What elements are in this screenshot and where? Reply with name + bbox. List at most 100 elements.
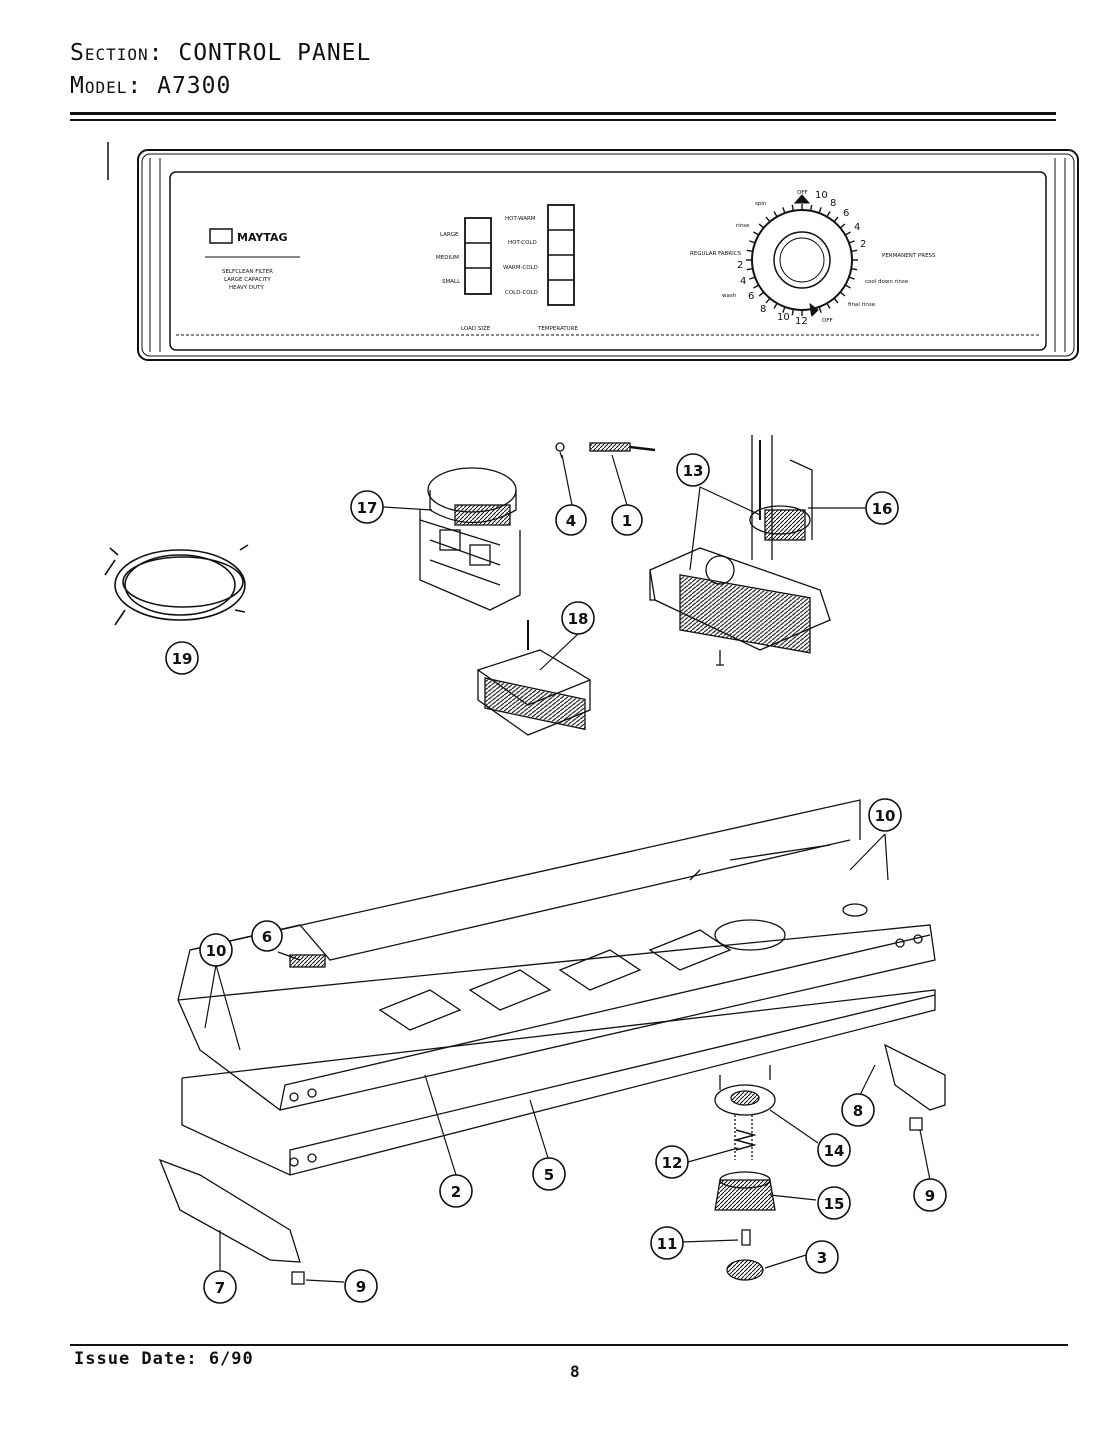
dial-number-top-10: 10 (815, 190, 828, 201)
callout-10-left[interactable] (199, 933, 233, 967)
model-value: A7300 (157, 73, 232, 99)
callout-12-label: 12 (662, 1154, 683, 1172)
leader-lines (204, 454, 931, 1283)
section-value: CONTROL PANEL (178, 40, 372, 66)
part-wire-harness-illustration (104, 544, 249, 626)
model-key: Model: (70, 73, 143, 99)
dial-tick (818, 306, 822, 313)
dial-tick (746, 249, 753, 253)
callout-9-right[interactable] (913, 1178, 947, 1212)
temp-hot-cold[interactable]: HOT-COLD (508, 240, 537, 246)
dial-tick (826, 211, 831, 218)
callout-10-right[interactable] (868, 798, 902, 832)
callout-9-right-label: 9 (925, 1187, 935, 1205)
callout-3[interactable] (805, 1240, 839, 1274)
dial-tick (749, 276, 756, 280)
load-size-large[interactable]: LARGE (440, 232, 459, 238)
dial-tick (848, 240, 855, 244)
callout-18[interactable] (561, 601, 595, 635)
dial-tick (746, 267, 753, 271)
callout-19[interactable] (165, 641, 199, 675)
dial-number-top-4: 4 (854, 222, 860, 233)
load-size-label: LOAD SIZE (461, 326, 491, 332)
feature-2: LARGE CAPACITY (224, 277, 271, 283)
callout-12[interactable] (655, 1145, 689, 1179)
callout-15-label: 15 (824, 1195, 845, 1213)
dial-tick (791, 309, 795, 316)
dial-tick (782, 306, 786, 313)
callout-4[interactable] (555, 504, 587, 536)
callout-5-label: 5 (544, 1166, 554, 1184)
dial-tick (839, 223, 846, 229)
callout-8[interactable] (841, 1093, 875, 1127)
callout-14[interactable] (817, 1133, 851, 1167)
header-rule-bottom (70, 119, 1056, 121)
maytag-logo-icon (209, 228, 233, 244)
callout-5[interactable] (532, 1157, 566, 1191)
dial-tick (848, 276, 855, 280)
dial-cool-down: cool down rinse (865, 279, 909, 285)
callout-9-left-label: 9 (356, 1278, 366, 1296)
wash-selector-mechanism-illustration (714, 1065, 776, 1281)
temp-warm-cold[interactable]: WARM-COLD (503, 265, 538, 271)
dial-right-label: PERMANENT PRESS (882, 253, 936, 259)
dial-number-left-4: 4 (740, 276, 746, 287)
temp-hot-warm[interactable]: HOT-WARM (505, 216, 536, 222)
issue-date: Issue Date: 6/90 (74, 1349, 254, 1369)
model-heading: Model: A7300 (70, 73, 231, 99)
part-ring-illustration (555, 442, 565, 452)
dial-off-top: OFF (797, 190, 808, 196)
footer-rule (70, 1344, 1068, 1346)
dial-rinse: rinse (736, 223, 750, 229)
dial-tick (844, 231, 851, 236)
callout-13[interactable] (676, 453, 710, 487)
dial-tick (753, 284, 760, 289)
load-size-medium[interactable]: MEDIUM (436, 255, 459, 261)
dial-spin: spin (755, 201, 767, 207)
dial-tick (851, 267, 858, 271)
dial-number-top-8: 8 (830, 198, 836, 209)
callout-11[interactable] (650, 1226, 684, 1260)
part-timer-illustration (649, 435, 831, 666)
dial-tick (851, 249, 858, 253)
callout-18-label: 18 (568, 610, 589, 628)
feature-3: HEAVY DUTY (229, 285, 265, 291)
dial-tick (826, 302, 831, 309)
callout-13-label: 13 (683, 462, 704, 480)
callout-1[interactable] (611, 504, 643, 536)
dial-tick (809, 204, 813, 211)
callout-16-label: 16 (872, 500, 893, 518)
callout-3-label: 3 (817, 1249, 827, 1267)
dial-tick (758, 291, 765, 297)
callout-6[interactable] (251, 920, 283, 952)
callout-7-label: 7 (215, 1279, 225, 1297)
callout-7[interactable] (203, 1270, 237, 1304)
callout-2[interactable] (439, 1174, 473, 1208)
load-size-small[interactable]: SMALL (442, 279, 461, 285)
callout-1-label: 1 (622, 512, 632, 530)
dial-left-label: REGULAR FABRICS (690, 251, 742, 257)
section-heading: Section: CONTROL PANEL (70, 40, 371, 66)
console-frame-illustration (158, 799, 946, 1263)
callout-2-label: 2 (451, 1183, 461, 1201)
callout-19-label: 19 (172, 650, 193, 668)
dial-tick (765, 216, 771, 223)
dial-number-left-12: 12 (795, 316, 808, 327)
dial-wash-left: wash (722, 293, 737, 299)
dial-number-left-6: 6 (748, 291, 754, 302)
callout-17[interactable] (350, 490, 384, 524)
dial-final-rinse: final rinse (848, 302, 876, 308)
temp-cold-cold[interactable]: COLD-COLD (505, 290, 538, 296)
dial-bottom-marker-icon (809, 302, 819, 318)
timer-dial[interactable] (746, 194, 858, 318)
callout-10-right-label: 10 (875, 807, 896, 825)
dial-number-top-2: 2 (860, 239, 866, 250)
dial-tick (765, 297, 771, 304)
callout-10-left-label: 10 (206, 942, 227, 960)
callout-9-left[interactable] (344, 1269, 378, 1303)
callout-15[interactable] (817, 1186, 851, 1220)
callout-16[interactable] (865, 491, 899, 525)
dial-tick (833, 297, 839, 304)
dial-number-left-10: 10 (777, 312, 790, 323)
callout-11-label: 11 (657, 1235, 678, 1253)
